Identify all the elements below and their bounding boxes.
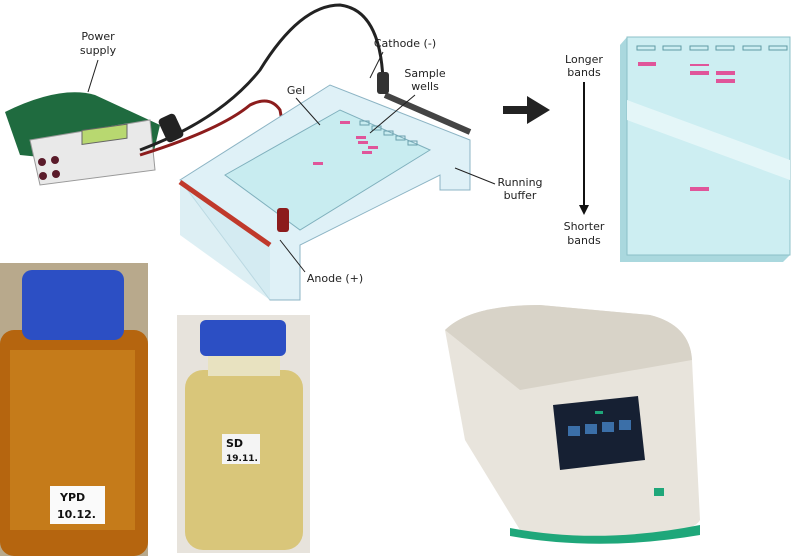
result-bands [638,62,735,191]
ypd-bottle-photo: YPD 10.12. [0,263,148,556]
ypd-label-sticker [50,486,105,524]
power-supply-label-2: supply [80,44,117,57]
shorter-bands-label-1: Shorter [564,220,605,233]
gel-tank [178,72,472,301]
gel-slab [224,109,432,231]
sample-wells [359,120,418,146]
running-buffer-label-1: Running [497,176,542,189]
running-buffer-label-2: buffer [504,189,537,202]
result-gel [620,36,791,262]
sd-label-text-2: 19.11. [226,454,258,464]
shorter-bands-label-2: bands [567,234,601,247]
right-arrow-icon [503,96,550,124]
sd-label-sticker [222,434,260,464]
longer-bands-label-1: Longer [565,53,603,66]
ypd-label-text-1: YPD [59,491,85,504]
blue-cap [22,270,124,340]
sample-wells-label-1: Sample [404,67,445,80]
gel-label: Gel [287,84,305,97]
sd-bottle-photo: SD 19.11. [177,315,310,553]
cathode-wire [139,3,385,152]
longer-bands-label-2: bands [567,66,601,79]
cathode-electrode [377,72,389,94]
cathode-label: Cathode (-) [374,37,436,50]
power-supply-label-1: Power [81,30,115,43]
anode-electrode [277,208,289,232]
blue-cap [200,320,286,356]
pointer-line [87,59,99,93]
sd-label-text-1: SD [226,437,243,450]
touch-screen [553,396,645,470]
power-supply-device [5,92,160,186]
sample-wells-label-2: wells [411,80,439,93]
ypd-label-text-2: 10.12. [57,508,96,521]
thermocycler-photo [445,305,700,544]
anode-label: Anode (+) [307,272,363,285]
diagram-bands [313,121,378,165]
wire-clip [158,113,184,143]
